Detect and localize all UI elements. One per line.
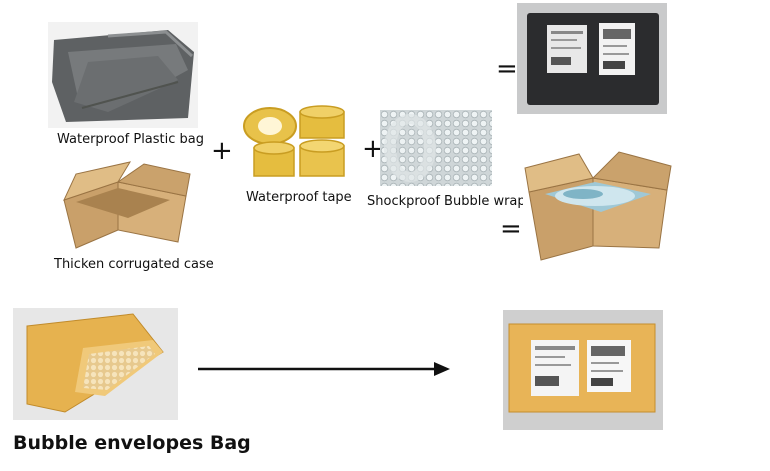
equals-sign-1: = bbox=[496, 54, 518, 84]
plus-sign-2: + bbox=[362, 134, 384, 164]
bubble-wrap-image bbox=[380, 110, 492, 186]
arrow bbox=[196, 360, 452, 378]
packed-plastic-bag-image bbox=[517, 3, 667, 114]
plus-sign-1: + bbox=[211, 136, 233, 166]
packed-box-image bbox=[523, 150, 673, 262]
tape-label: Waterproof tape bbox=[246, 190, 352, 205]
tape-image bbox=[240, 104, 350, 182]
corrugated-case-label: Thicken corrugated case bbox=[54, 257, 214, 272]
bubble-envelope-label: Bubble envelopes Bag bbox=[13, 432, 251, 454]
bubble-envelope-image bbox=[13, 308, 178, 420]
packed-envelope-image bbox=[503, 310, 663, 430]
plastic-bag-label: Waterproof Plastic bag bbox=[57, 132, 205, 147]
equals-sign-2: = bbox=[500, 214, 522, 244]
bubble-wrap-label: Shockproof Bubble wrap bbox=[367, 194, 526, 209]
plastic-bag-image bbox=[48, 22, 198, 128]
corrugated-case-image bbox=[58, 160, 193, 252]
